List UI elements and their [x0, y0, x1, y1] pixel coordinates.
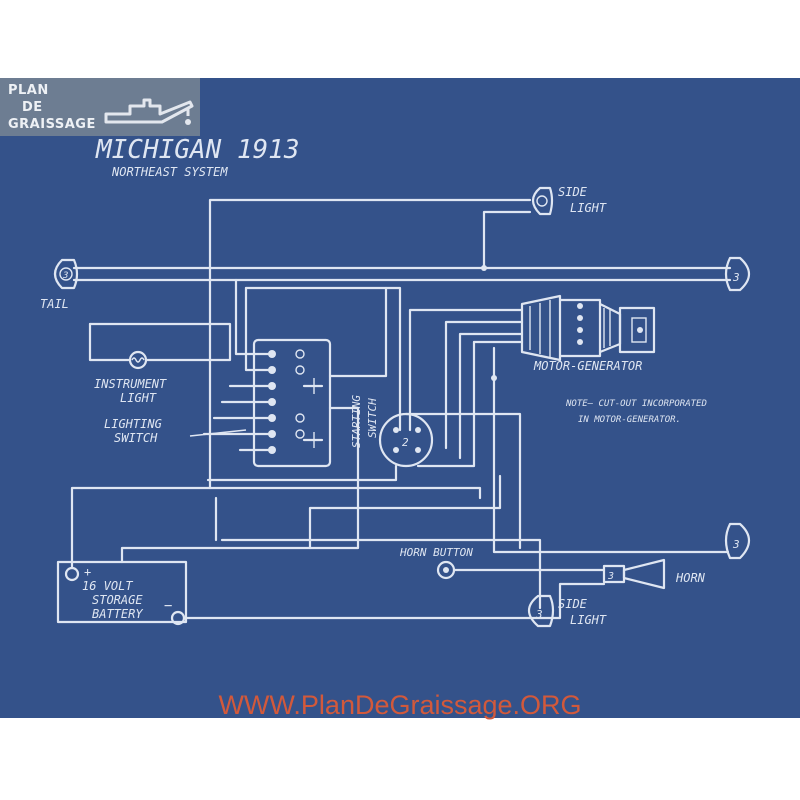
- note-line-2: IN MOTOR-GENERATOR.: [578, 415, 681, 425]
- site-url-watermark: WWW.PlanDeGraissage.ORG: [218, 690, 582, 720]
- battery-label-1: 16 VOLT: [82, 579, 133, 593]
- side-light-bottom: 3: [527, 594, 555, 628]
- battery-label-2: STORAGE: [92, 593, 143, 607]
- tail-lamp: 3: [53, 258, 79, 290]
- wiring: [70, 198, 732, 620]
- site-logo: PLAN DE GRAISSAGE: [0, 78, 200, 136]
- head-lamp-top: 3: [724, 256, 751, 292]
- battery-minus: −: [164, 598, 172, 614]
- tail-label: TAIL: [40, 297, 69, 311]
- side-light-top-label-1: SIDE: [558, 185, 588, 199]
- horn-button-label: HORN BUTTON: [399, 546, 473, 559]
- starting-switch: 2: [378, 412, 434, 468]
- oil-can-icon: [104, 98, 194, 125]
- side-light-bottom-number: 3: [535, 608, 543, 621]
- instrument-light-label-1: INSTRUMENT: [94, 377, 167, 391]
- side-light-bottom-label-1: SIDE: [558, 597, 588, 611]
- motor-generator: [520, 294, 656, 362]
- logo-line-1: PLAN: [8, 83, 49, 98]
- horn-number: 3: [607, 571, 614, 582]
- instrument-light: [128, 350, 148, 370]
- tail-lamp-number: 3: [62, 271, 68, 281]
- instrument-light-label-2: LIGHT: [120, 391, 157, 405]
- horn-label: HORN: [675, 571, 706, 585]
- starting-switch-label-2: SWITCH: [366, 398, 379, 438]
- diagram-subtitle: NORTHEAST SYSTEM: [111, 165, 228, 179]
- battery-plus: +: [84, 565, 91, 579]
- starting-switch-number: 2: [402, 436, 409, 449]
- diagram-title: MICHIGAN 1913: [95, 135, 300, 165]
- side-light-top: [531, 186, 554, 216]
- logo-line-2: DE: [22, 100, 43, 115]
- head-lamp-bottom-number: 3: [732, 538, 740, 551]
- battery-label-3: BATTERY: [92, 607, 143, 621]
- starting-switch-label-1: STARTING: [350, 395, 363, 448]
- motor-generator-label: MOTOR-GENERATOR: [533, 359, 642, 373]
- head-lamp-top-number: 3: [732, 271, 740, 284]
- lighting-switch-label-1: LIGHTING: [104, 417, 162, 431]
- logo-line-3: GRAISSAGE: [8, 117, 96, 132]
- horn-button: [436, 560, 456, 580]
- side-light-top-label-2: LIGHT: [570, 201, 607, 215]
- wiring-diagram: MICHIGAN 1913 NORTHEAST SYSTEM 3 TAIL 3 …: [40, 135, 751, 628]
- lighting-switch-label-2: SWITCH: [114, 431, 158, 445]
- head-lamp-bottom: 3: [724, 522, 751, 560]
- side-light-bottom-label-2: LIGHT: [570, 613, 607, 627]
- note-line-1: NOTE— CUT-OUT INCORPORATED: [565, 399, 707, 409]
- horn: 3: [602, 558, 666, 590]
